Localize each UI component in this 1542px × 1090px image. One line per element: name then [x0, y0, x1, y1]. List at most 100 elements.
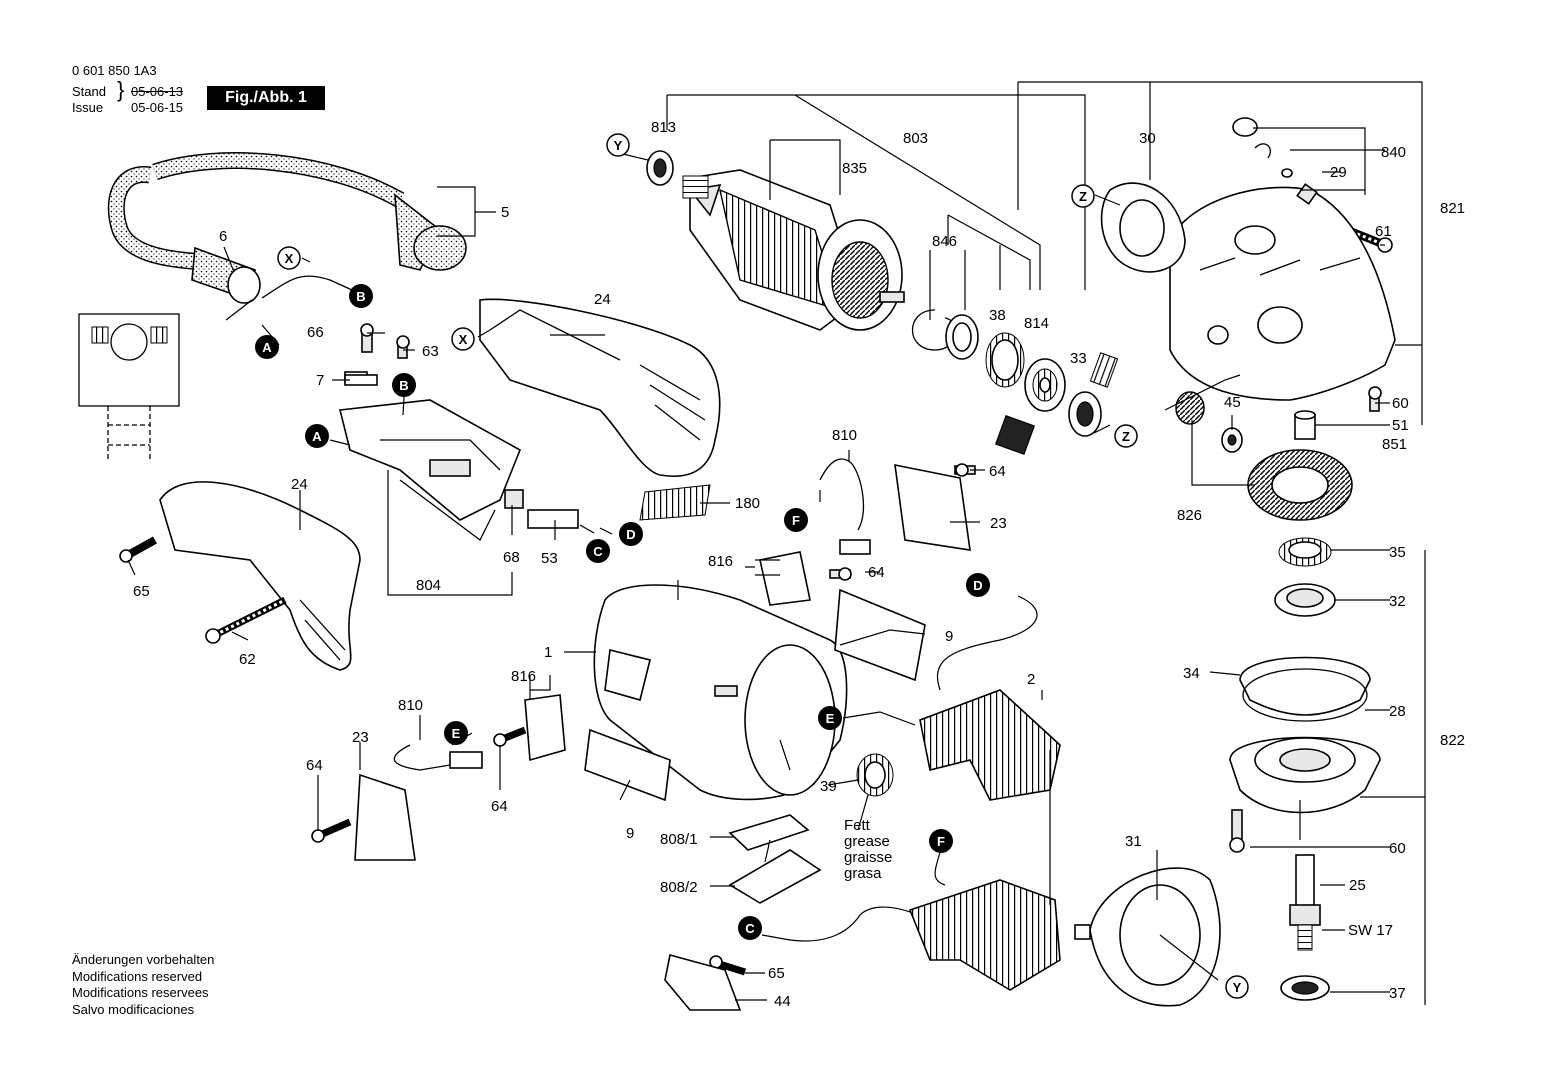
part-label: 63: [422, 343, 439, 360]
marker-y: Y: [1225, 975, 1249, 999]
nut-37: [1280, 975, 1330, 1001]
bearing-flange-822: [1229, 736, 1381, 814]
issue-label: Issue: [72, 100, 104, 115]
part-label: 30: [1139, 130, 1156, 147]
marker-a: A: [305, 424, 329, 448]
part-label: 840: [1381, 144, 1406, 161]
marker-letter: A: [312, 429, 322, 444]
marker-letter: D: [973, 578, 982, 593]
part-label: 65: [133, 583, 150, 600]
grease-line: Fett: [844, 817, 871, 834]
marker-b: B: [349, 284, 373, 308]
bearing-39: [856, 753, 894, 797]
part-label: 180: [735, 495, 760, 512]
part-label: 35: [1389, 544, 1406, 561]
label-808-2: [728, 849, 822, 904]
note-line: Salvo modificaciones: [72, 1001, 195, 1017]
part-label: 64: [491, 798, 508, 815]
brush-holder-816-upper: [759, 551, 811, 606]
ring-gear-826: [1247, 449, 1353, 521]
part-label: 1: [544, 644, 552, 661]
part-label: 9: [626, 825, 634, 842]
screw-65-left: [119, 536, 157, 563]
part-label: 53: [541, 550, 558, 567]
spindle-25: [1289, 854, 1321, 951]
part-label: 28: [1389, 703, 1406, 720]
motor-housing-1: [593, 584, 848, 801]
note-line: Modifications reservees: [72, 985, 209, 1000]
bearing-33: [1068, 391, 1102, 437]
part-labels: 1 2 5 6 7 9 9 23 23 24 24 25 28 29 30 31…: [133, 119, 1465, 1010]
marker-letter: Y: [614, 138, 623, 153]
reference-markers-open: X X Y Y Z Z: [277, 133, 1249, 999]
part-label: 2: [1027, 671, 1035, 688]
issue-date: 05-06-15: [131, 100, 184, 115]
marker-c: C: [738, 916, 762, 940]
part-label: 23: [990, 515, 1007, 532]
connector-markers-filled: B A B A D C F D E E F C: [255, 284, 990, 940]
part-label: 60: [1392, 395, 1409, 412]
part-label: 25: [1349, 877, 1366, 894]
part-label: 64: [989, 463, 1006, 480]
label-9-left: [584, 728, 671, 802]
ring-38: [985, 332, 1025, 388]
screw-66: [360, 323, 374, 353]
gear-housing-821: [1169, 186, 1396, 401]
part-label: 68: [503, 549, 520, 566]
part-label: 6: [219, 228, 227, 245]
part-label: 835: [842, 160, 867, 177]
marker-x: X: [277, 246, 301, 270]
note-line: Änderungen vorbehalten: [72, 952, 215, 967]
part-label: 846: [932, 233, 957, 250]
marker-letter: F: [792, 513, 800, 528]
part-label: 803: [903, 130, 928, 147]
bearing-813: [646, 150, 674, 186]
part-label: 64: [306, 757, 323, 774]
bearing-35: [1278, 537, 1332, 567]
marker-letter: D: [626, 527, 635, 542]
leader-lines: [127, 81, 1426, 1005]
grease-line: grasa: [844, 865, 882, 882]
guard-band-34: [1239, 656, 1371, 716]
marker-letter: C: [745, 921, 755, 936]
part-label: 816: [511, 668, 536, 685]
stand-date: 05-06-13: [131, 84, 184, 99]
marker-c: C: [586, 539, 610, 563]
part-label: 34: [1183, 665, 1200, 682]
brush-810-upper: [819, 458, 871, 555]
marker-letter: X: [285, 251, 294, 266]
screw-62: [205, 596, 287, 644]
part-label: 7: [316, 372, 324, 389]
part-label: 60: [1389, 840, 1406, 857]
part-label: 44: [774, 993, 791, 1010]
brush-810-lower: [393, 744, 483, 771]
marker-letter: F: [937, 834, 945, 849]
pinion-826: [1175, 391, 1205, 425]
marker-b: B: [392, 373, 416, 397]
marker-e: E: [818, 706, 842, 730]
grease-line: graisse: [844, 849, 892, 866]
marker-d: D: [619, 522, 643, 546]
part-label: 45: [1224, 394, 1241, 411]
part-label: 29: [1330, 164, 1347, 181]
part-label: 816: [708, 553, 733, 570]
marker-letter: E: [826, 711, 835, 726]
armature-835: [682, 169, 905, 331]
screw-60-upper: [1368, 386, 1382, 412]
lead-53: [504, 489, 579, 529]
clamp-ring-28: [1242, 668, 1368, 722]
part-label: 64: [868, 564, 885, 581]
part-label: 31: [1125, 833, 1142, 850]
part-label: 5: [501, 204, 509, 221]
marker-letter: Z: [1122, 429, 1130, 444]
part-label: 822: [1440, 732, 1465, 749]
part-label: 851: [1382, 436, 1407, 453]
part-label: 61: [1375, 223, 1392, 240]
part-label: 9: [945, 628, 953, 645]
marker-letter: X: [459, 332, 468, 347]
marker-y: Y: [606, 133, 630, 157]
handle-24-upper: [479, 298, 721, 477]
brush-holder-803: [995, 352, 1119, 455]
part-label: 24: [291, 476, 308, 493]
